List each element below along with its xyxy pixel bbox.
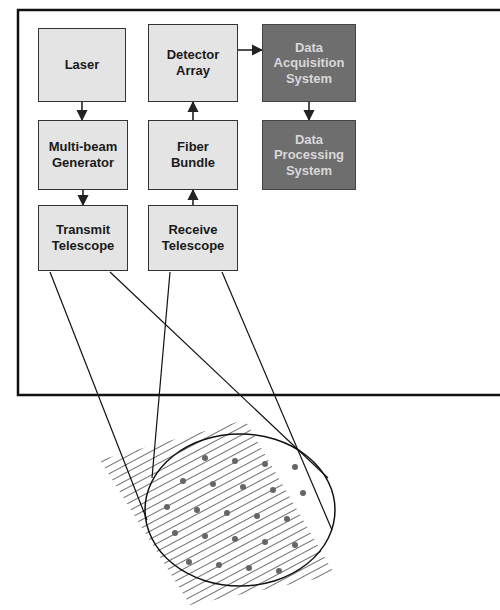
- field-of-view-lines: [50, 272, 332, 530]
- box-label: Detector Array: [154, 47, 232, 78]
- instrument-frame: [18, 10, 500, 395]
- footprint-ellipse: [145, 434, 335, 586]
- system-box: Data Acquisition System: [262, 24, 356, 102]
- signal-arrow: [192, 102, 194, 120]
- box-label: Multi-beam Generator: [44, 139, 122, 170]
- system-box: Data Processing System: [262, 120, 356, 190]
- signal-arrow: [238, 49, 262, 51]
- component-box: Fiber Bundle: [148, 120, 238, 190]
- box-label: Data Acquisition System: [268, 40, 350, 87]
- hatched-ground: [100, 420, 335, 605]
- component-box: Laser: [38, 28, 126, 102]
- signal-arrow: [81, 102, 83, 120]
- component-box: Detector Array: [148, 24, 238, 102]
- component-box: Transmit Telescope: [38, 205, 128, 271]
- component-box: Receive Telescope: [148, 205, 238, 271]
- component-box: Multi-beam Generator: [38, 120, 128, 190]
- box-label: Laser: [65, 57, 100, 73]
- signal-arrow: [82, 190, 84, 205]
- signal-arrow: [308, 102, 310, 120]
- signal-arrow: [192, 190, 194, 205]
- box-label: Fiber Bundle: [154, 139, 232, 170]
- beam-spots: [164, 455, 306, 574]
- box-label: Data Processing System: [268, 132, 350, 179]
- box-label: Receive Telescope: [154, 222, 232, 253]
- box-label: Transmit Telescope: [44, 222, 122, 253]
